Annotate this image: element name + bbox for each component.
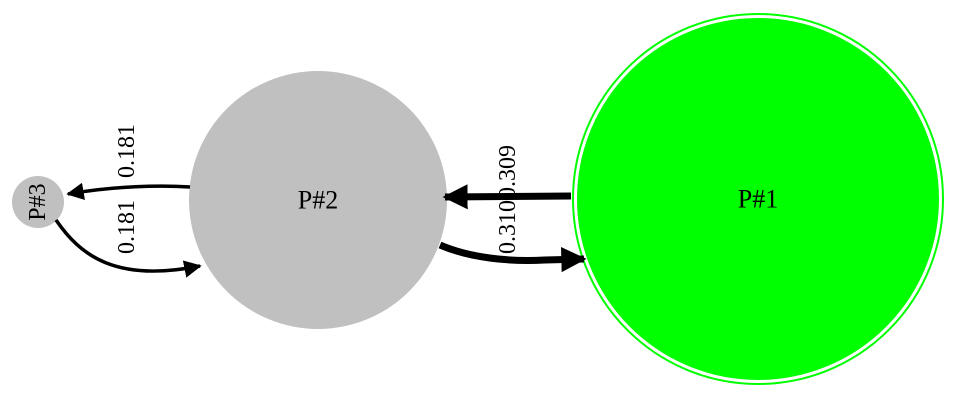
- node-p3-label: P#3: [25, 183, 51, 220]
- edge-p2-to-p1[interactable]: 0.310: [438, 200, 587, 273]
- edge-p2-to-p3-label: 0.181: [114, 124, 140, 178]
- node-p2-label: P#2: [298, 186, 338, 215]
- edge-p3-to-p2-line: [54, 219, 202, 278]
- node-p2[interactable]: P#2: [189, 71, 447, 329]
- edge-p2-to-p1-line: [438, 241, 587, 273]
- edge-p2-to-p3-line: [66, 182, 191, 200]
- node-p3[interactable]: P#3: [12, 176, 64, 228]
- edge-p2-to-p1-label: 0.310: [495, 200, 521, 254]
- edge-p2-to-p3[interactable]: 0.181: [66, 124, 191, 200]
- edge-p1-to-p2-label: 0.309: [495, 145, 521, 199]
- node-p2-body: [189, 71, 447, 329]
- node-p3-body: [12, 176, 64, 228]
- edge-p3-to-p2[interactable]: 0.181: [54, 200, 202, 278]
- node-p1-outer-ring: [572, 13, 944, 385]
- node-p1[interactable]: P#1: [572, 13, 944, 385]
- node-p1-label: P#1: [738, 185, 778, 214]
- edge-p1-to-p2[interactable]: 0.309: [442, 145, 572, 210]
- edge-p3-to-p2-label: 0.181: [114, 200, 140, 254]
- node-p1-body: [577, 18, 939, 380]
- edge-p1-to-p2-line: [442, 184, 572, 210]
